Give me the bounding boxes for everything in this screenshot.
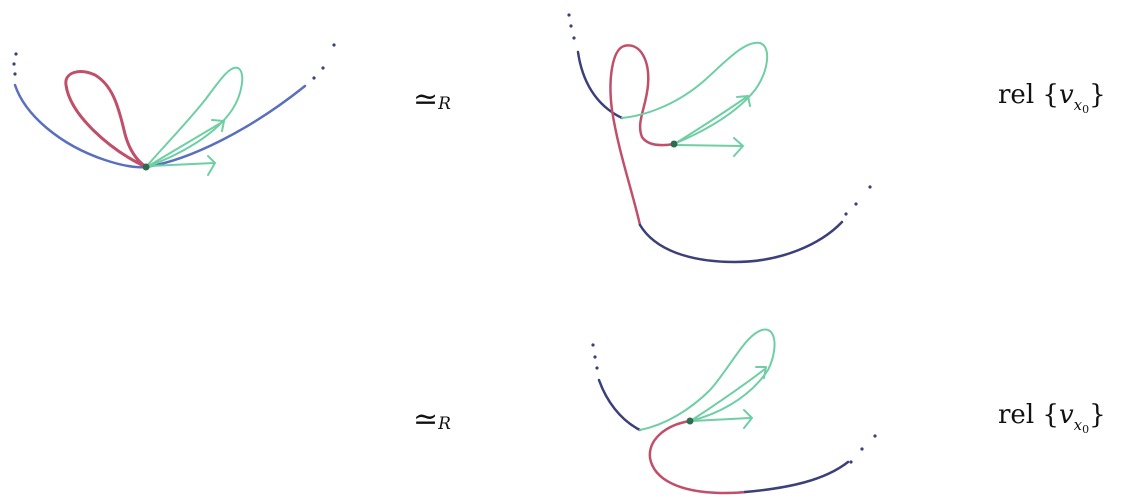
relation-subscript-2: R xyxy=(438,414,451,434)
basepoint-top xyxy=(670,140,678,148)
rel-sub-var-1: x xyxy=(1073,96,1083,114)
curve-dots-bottom xyxy=(591,343,877,464)
rel-var-2: v xyxy=(1058,400,1074,430)
red-loop-left xyxy=(64,70,148,169)
green-arrow-left-2 xyxy=(149,155,216,176)
relation-symbol-2: ≃ xyxy=(413,402,439,437)
drawing-left xyxy=(12,43,336,176)
drawing-bottom xyxy=(591,328,877,495)
curve-dots-top xyxy=(567,13,872,216)
rel-open-brace-2: { xyxy=(1042,400,1059,430)
homotopy-relation-2: ≃R xyxy=(413,405,451,435)
rel-sub-sub-2: 0 xyxy=(1082,423,1090,436)
rel-sub-sub-1: 0 xyxy=(1082,103,1090,116)
rel-close-brace-1: } xyxy=(1089,80,1106,110)
base-curve-left xyxy=(13,83,307,169)
rel-open-brace-1: { xyxy=(1042,80,1059,110)
rel-condition-1: rel {vx0} xyxy=(998,80,1106,115)
green-loop-left xyxy=(145,66,244,168)
dark-curve-top-b xyxy=(638,220,844,264)
green-arrow-bottom-1 xyxy=(691,366,767,421)
dark-curve-bottom-a xyxy=(597,378,642,432)
dark-curve-top-a xyxy=(576,50,624,120)
red-arc-bottom xyxy=(648,419,747,495)
green-arrow-left-1 xyxy=(149,119,225,166)
green-arrow-bottom-2 xyxy=(691,409,753,429)
green-loop-bottom xyxy=(639,328,776,431)
dark-curve-bottom-b xyxy=(743,460,850,494)
rel-condition-2: rel {vx0} xyxy=(998,400,1106,435)
rel-var-1: v xyxy=(1058,80,1074,110)
basepoint-bottom xyxy=(686,417,694,425)
rel-word-2: rel xyxy=(998,400,1035,430)
relation-symbol-1: ≃ xyxy=(413,82,439,117)
homotopy-relation-1: ≃R xyxy=(413,85,451,115)
green-loop-top xyxy=(621,41,769,145)
rel-word-1: rel xyxy=(998,80,1035,110)
rel-sub-var-2: x xyxy=(1073,416,1083,434)
relation-subscript-1: R xyxy=(438,94,451,114)
rel-close-brace-2: } xyxy=(1089,400,1106,430)
green-arrow-top-1 xyxy=(675,95,751,144)
curve-dots-left xyxy=(12,43,336,80)
green-arrow-top-2 xyxy=(675,137,744,157)
red-loop-top xyxy=(609,44,676,227)
drawing-top xyxy=(567,13,872,264)
basepoint-left xyxy=(142,163,150,171)
